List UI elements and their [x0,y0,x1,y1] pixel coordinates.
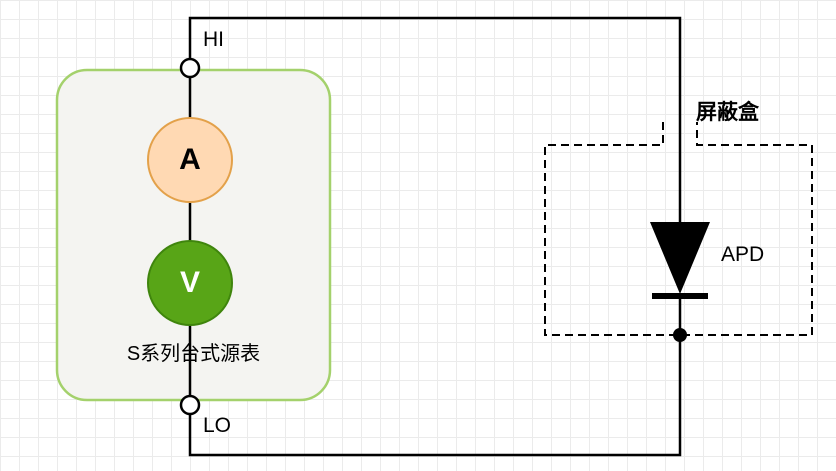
wire-top [188,16,682,222]
junction-dot [673,328,687,342]
ammeter-circle [147,117,233,203]
lo-terminal-label: LO [203,414,232,437]
apd-label: APD [721,243,765,266]
lo-terminal [179,394,201,416]
shield-box [544,122,813,336]
hi-terminal-label: HI [203,28,224,51]
voltmeter-circle [147,240,233,326]
voltmeter-label: V [179,266,200,299]
source-meter-label: S系列台式源表 [126,343,261,365]
hi-terminal [179,57,201,79]
wire-bottom [188,298,682,457]
apd-diode-triangle [650,222,710,294]
ammeter-label: A [179,143,201,176]
shield-box-label: 屏蔽盒 [696,101,759,124]
